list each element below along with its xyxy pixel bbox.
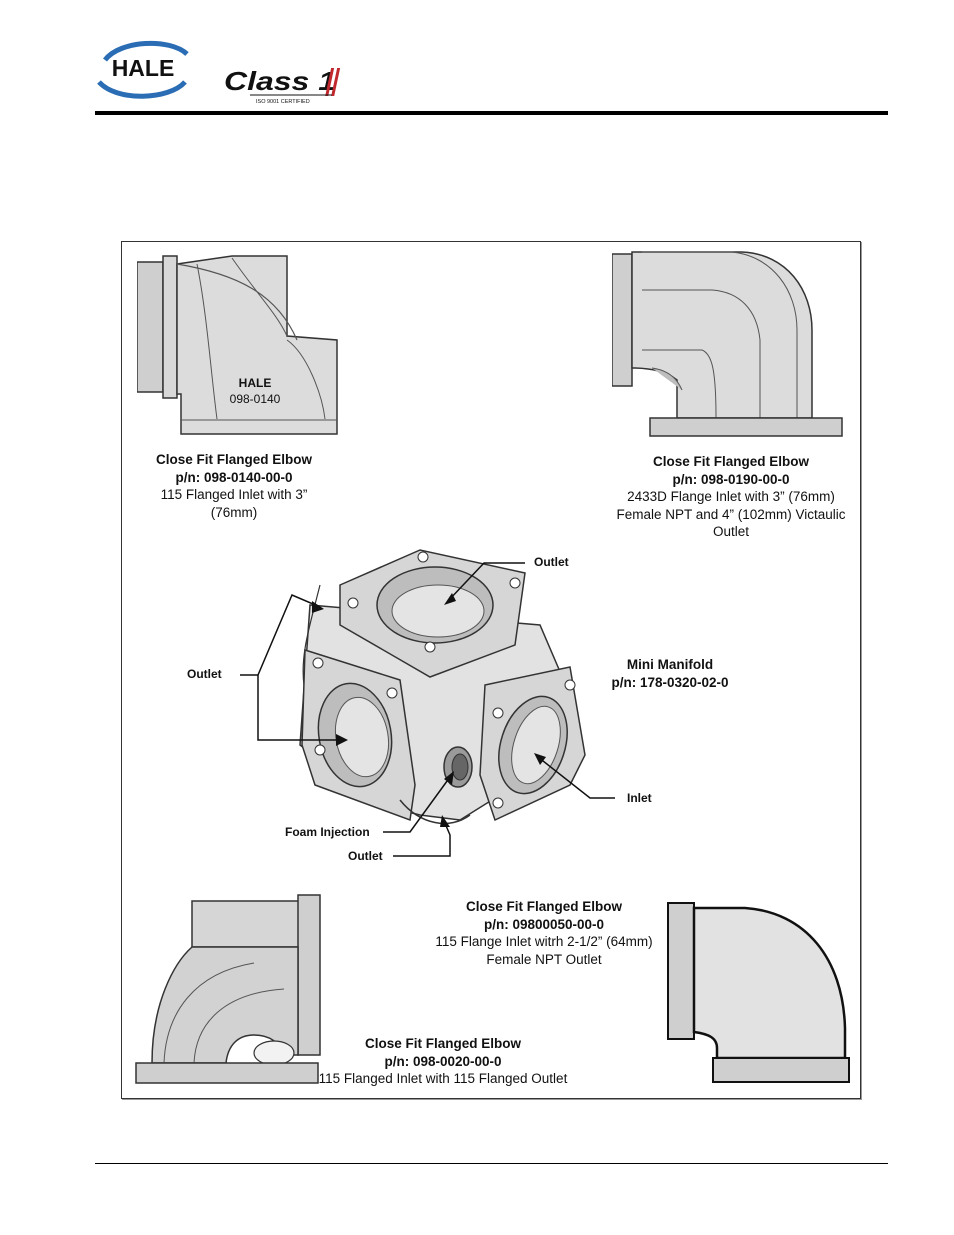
caption-description: 115 Flanged Inlet with 115 Flanged Outle… — [318, 1071, 568, 1086]
caption-part-number: p/n: 098-0020-00-0 — [384, 1053, 502, 1069]
caption-title: Close Fit Flanged Elbow — [652, 454, 809, 469]
caption-title: Close Fit Flanged Elbow — [364, 1036, 521, 1051]
cast-mark-hale: HALE — [239, 376, 272, 390]
figure-frame — [121, 241, 861, 1099]
caption-part-number: p/n: 09800050-00-0 — [483, 916, 605, 932]
header-rule — [95, 111, 888, 115]
elbow-bottom-right-drawing — [665, 898, 855, 1088]
cast-mark-part: 098-0140 — [230, 392, 281, 406]
elbow-top-right-drawing — [611, 250, 847, 440]
callout-outlet-top: Outlet — [534, 555, 569, 569]
class1-logo-text: Class 1 — [224, 66, 336, 96]
caption-description: 115 Flanged Inlet with 3” (76mm) — [160, 487, 308, 520]
elbow-bottom-left-caption: Close Fit Flanged Elbow p/n: 098-0020-00… — [298, 1035, 588, 1088]
hale-logo-text: HALE — [112, 55, 175, 81]
elbow-top-right-caption: Close Fit Flanged Elbow p/n: 098-0190-00… — [596, 453, 866, 541]
elbow-top-left-caption: Close Fit Flanged Elbow p/n: 098-0140-00… — [134, 451, 334, 521]
elbow-bottom-right-caption: Close Fit Flanged Elbow p/n: 09800050-00… — [404, 898, 684, 968]
caption-title: Mini Manifold — [626, 657, 714, 672]
callout-foam-injection: Foam Injection — [285, 825, 370, 839]
footer-rule — [95, 1163, 888, 1164]
caption-part-number: p/n: 098-0190-00-0 — [672, 471, 790, 487]
caption-title: Close Fit Flanged Elbow — [155, 452, 312, 467]
callout-outlet-bottom: Outlet — [348, 849, 383, 863]
elbow-top-left-drawing: HALE 098-0140 — [136, 254, 347, 439]
mini-manifold-caption: Mini Manifold p/n: 178-0320-02-0 — [590, 656, 750, 691]
callout-outlet-left: Outlet — [187, 667, 222, 681]
class1-tagline: ISO 9001 CERTIFIED — [256, 99, 310, 105]
callout-inlet: Inlet — [627, 791, 652, 805]
class1-logo: Class 1 ISO 9001 CERTIFIED — [222, 64, 346, 106]
caption-title: Close Fit Flanged Elbow — [465, 899, 622, 914]
caption-description: 115 Flange Inlet witrh 2-1/2” (64mm) Fem… — [435, 934, 653, 967]
caption-part-number: p/n: 178-0320-02-0 — [611, 674, 729, 690]
hale-logo: HALE — [95, 38, 191, 100]
caption-description: 2433D Flange Inlet with 3” (76mm) Female… — [616, 489, 846, 539]
caption-part-number: p/n: 098-0140-00-0 — [175, 469, 293, 485]
elbow-bottom-left-drawing — [134, 893, 334, 1087]
mini-manifold-drawing — [240, 545, 640, 865]
